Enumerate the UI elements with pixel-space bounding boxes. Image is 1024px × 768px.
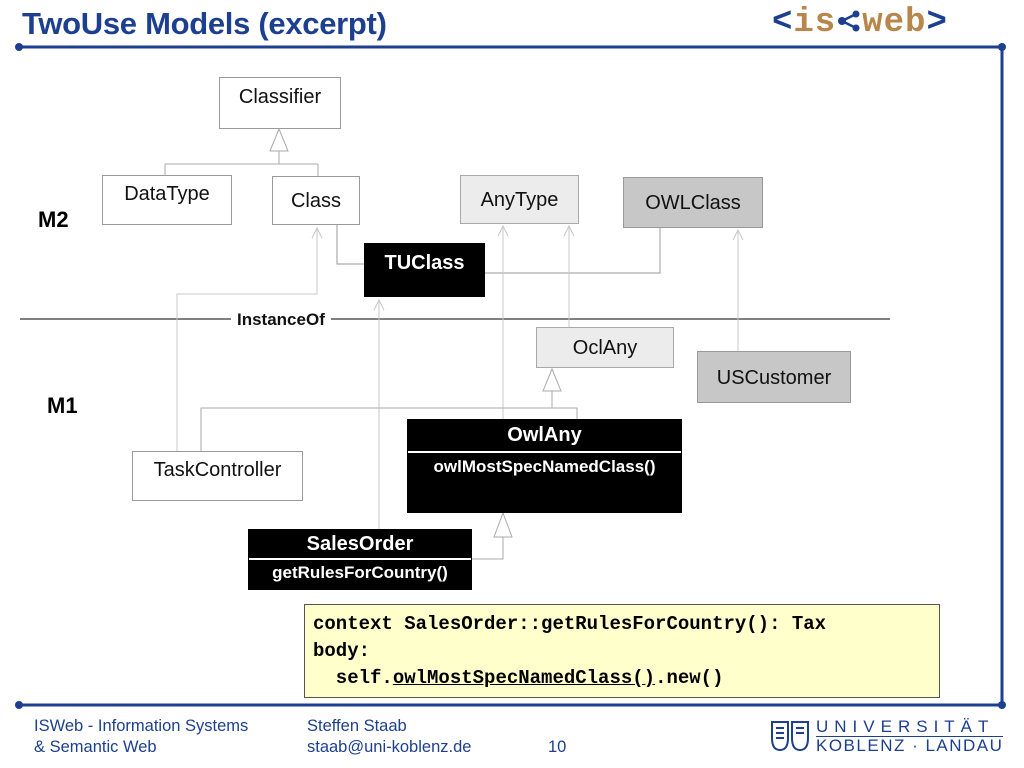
footer-author: Steffen Staab staab@uni-koblenz.de [307,717,472,756]
classifier-box: Classifier [219,77,341,129]
anytype-box: AnyType [460,175,579,224]
page-title: TwoUse Models (excerpt) [22,6,387,41]
level-m2-label: M2 [38,207,69,232]
ocl-underlined-call: owlMostSpecNamedClass() [392,667,656,689]
header-rule-dot [15,43,23,51]
class-box: Class [272,176,360,225]
ocl-constraint-note: context SalesOrder::getRulesForCountry()… [304,604,940,698]
corner-dot [998,43,1006,51]
owlclass-box: OWLClass [623,177,763,228]
oclany-generalization [200,367,578,451]
salesorder-method: getRulesForCountry() [272,563,448,582]
owlany-method: owlMostSpecNamedClass() [433,457,656,476]
instanceof-arrows [176,224,744,529]
university-name: UNIVERSITÄT KOBLENZ · LANDAU [816,717,1004,755]
ocl-line-expression: self.owlMostSpecNamedClass().new() [313,667,724,689]
university-emblem-icon [771,721,809,752]
uscustomer-box: USCustomer [697,351,851,403]
page-number: 10 [548,738,567,756]
taskcontroller-box: TaskController [132,451,303,501]
tuclass-connectors [336,225,661,274]
level-m1-label: M1 [47,393,78,418]
ocl-line-body: body: [313,640,371,662]
datatype-box: DataType [102,175,232,225]
tuclass-box: TUClass [364,243,485,297]
share-node-icon [838,10,860,32]
salesorder-box: SalesOrder getRulesForCountry() [248,529,472,590]
classifier-generalization [164,127,319,176]
footer-corner-dot [998,701,1006,709]
ocl-line-context: context SalesOrder::getRulesForCountry()… [313,613,827,635]
salesorder-name: SalesOrder [249,530,471,560]
oclany-box: OclAny [536,327,674,368]
owlany-name: OwlAny [408,420,681,453]
salesorder-generalization [472,511,513,560]
footer-rule-dot [15,701,23,709]
owlany-box: OwlAny owlMostSpecNamedClass() [407,419,682,513]
footer-org: ISWeb - Information Systems & Semantic W… [34,717,249,756]
instanceof-label: InstanceOf [231,310,331,330]
